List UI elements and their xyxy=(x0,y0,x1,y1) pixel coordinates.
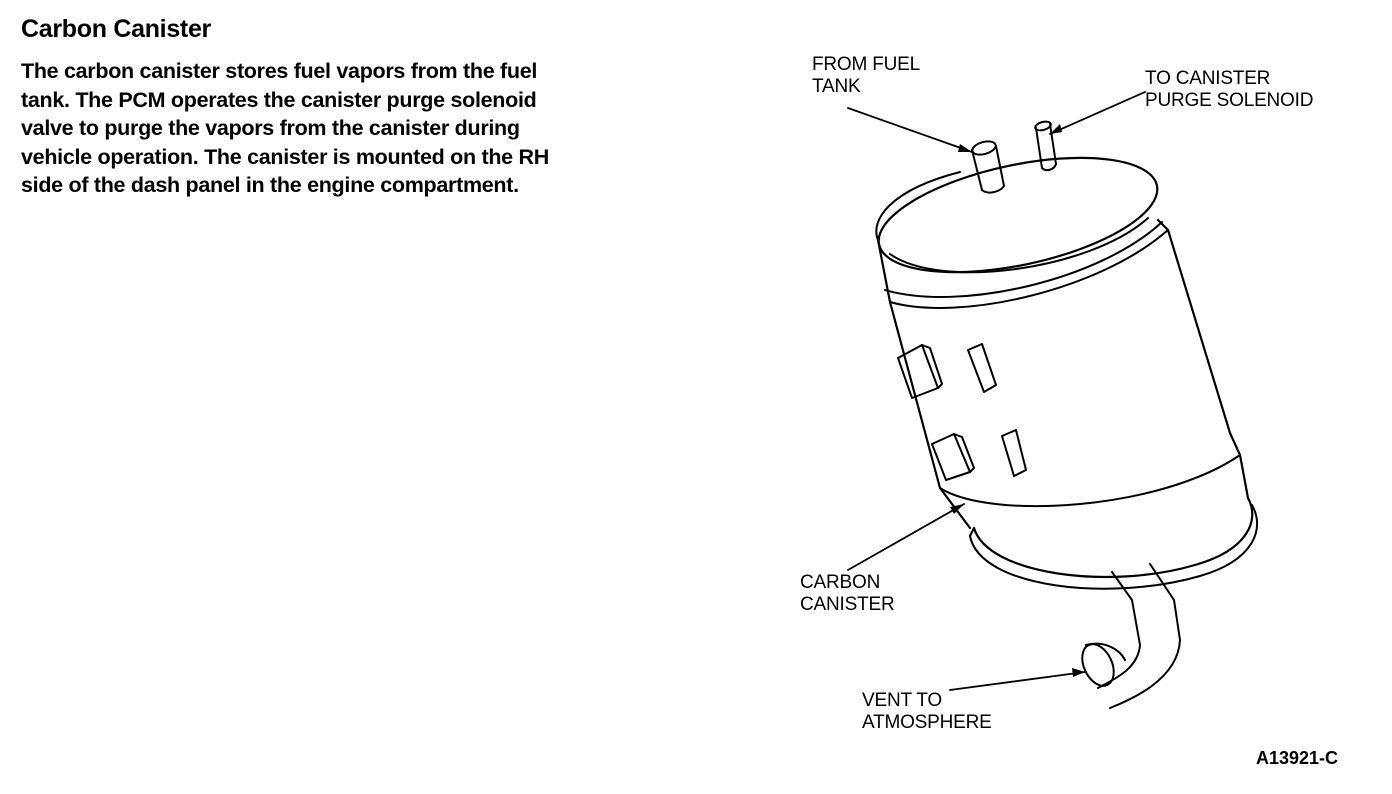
mounting-tab xyxy=(897,344,943,399)
canister-base-flange xyxy=(969,496,1259,590)
canister-lid xyxy=(875,156,1159,274)
leader-lines xyxy=(847,91,1146,691)
purge-solenoid-port xyxy=(1034,120,1057,172)
callout-line: FROM FUEL xyxy=(812,54,920,75)
description-line: tank. The PCM operates the canister purg… xyxy=(21,87,537,112)
leader-fuel-tank xyxy=(847,107,973,153)
leader-carbon-canister xyxy=(847,503,965,571)
callout-line: ATMOSPHERE xyxy=(862,712,992,733)
leader-purge-solenoid xyxy=(1049,91,1146,135)
callout-line: CARBON xyxy=(800,572,881,593)
callout-from-fuel-tank: FROM FUEL TANK xyxy=(812,54,920,98)
callout-carbon-canister: CARBON CANISTER xyxy=(800,572,895,616)
vent-tube xyxy=(1081,563,1181,709)
description-line: The carbon canister stores fuel vapors f… xyxy=(21,59,538,83)
callout-line: TANK xyxy=(812,76,861,97)
description-line: vehicle operation. The canister is mount… xyxy=(21,144,549,169)
figure-id: A13921-C xyxy=(1256,748,1339,768)
section-title: Carbon Canister xyxy=(21,15,211,43)
mounting-tab xyxy=(931,433,975,481)
leader-vent xyxy=(949,671,1086,691)
arrowhead xyxy=(1072,668,1085,677)
callout-line: VENT TO xyxy=(862,690,942,711)
description-line: side of the dash panel in the engine com… xyxy=(21,173,519,197)
callout-line: PURGE SOLENOID xyxy=(1145,90,1314,111)
fuel-tank-port xyxy=(971,140,1005,194)
mounting-slot xyxy=(1001,429,1027,477)
callout-to-canister-purge-solenoid: TO CANISTER PURGE SOLENOID xyxy=(1145,68,1313,112)
section-description: The carbon canister stores fuel vapors f… xyxy=(21,57,661,200)
arrowhead xyxy=(958,144,972,152)
arrowhead xyxy=(950,504,964,514)
arrowhead xyxy=(1050,124,1062,134)
mounting-slot xyxy=(967,343,997,393)
description-line: valve to purge the vapors from the canis… xyxy=(21,116,520,140)
callout-vent-to-atmosphere: VENT TO ATMOSPHERE xyxy=(862,690,992,734)
callout-line: TO CANISTER xyxy=(1145,68,1271,89)
carbon-canister-illustration xyxy=(847,91,1259,709)
callout-line: CANISTER xyxy=(800,594,895,615)
